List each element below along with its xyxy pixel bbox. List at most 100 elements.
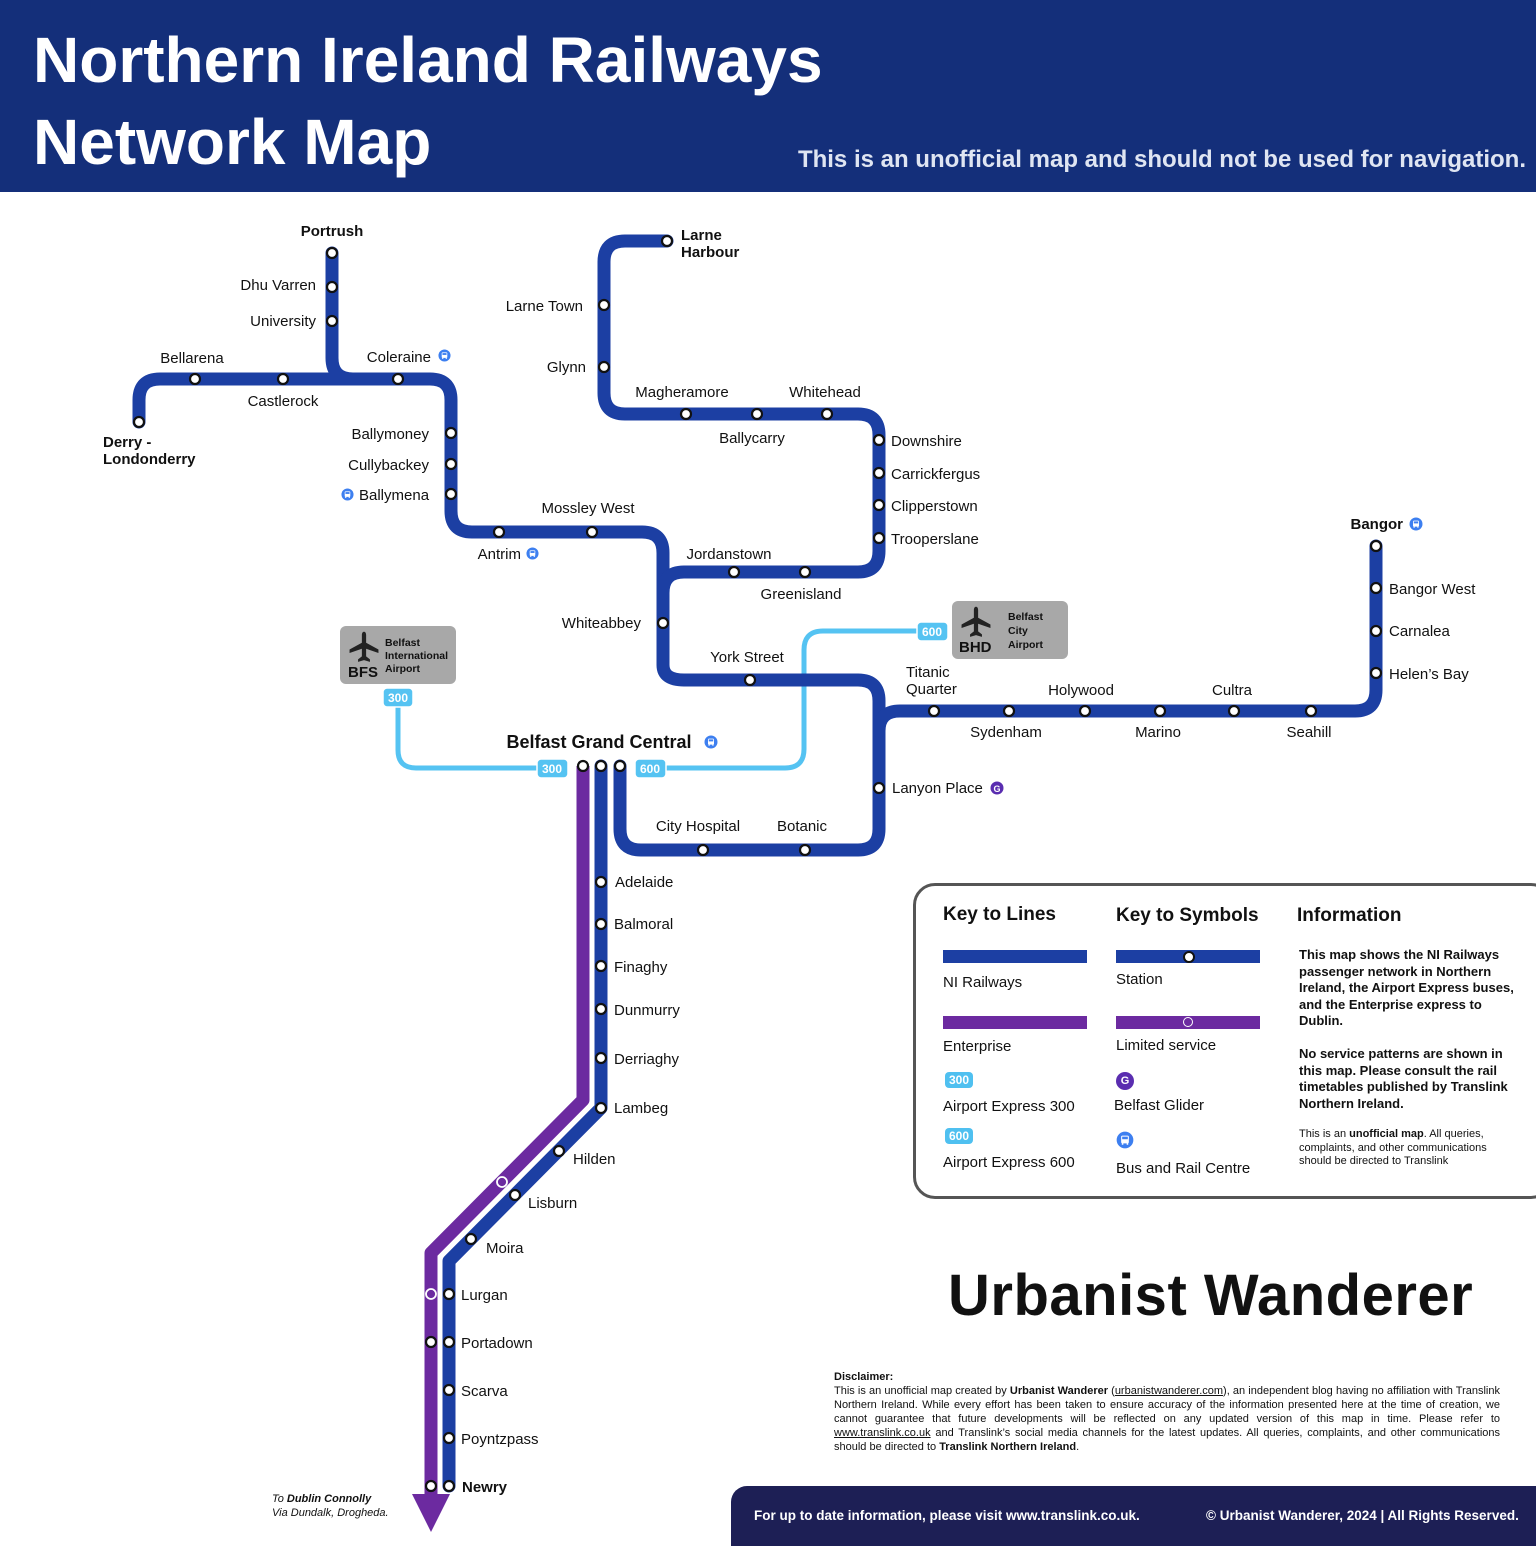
key-limited-dot	[1183, 1016, 1193, 1027]
key-ni-railways-swatch	[943, 950, 1087, 963]
chip-300-bfs: 300	[388, 691, 408, 705]
label-cullybackey: Cullybackey	[348, 457, 429, 474]
disclaimer-translink-link[interactable]: www.translink.co.uk	[834, 1427, 931, 1439]
label-helens-bay: Helen’s Bay	[1389, 666, 1469, 683]
label-hilden: Hilden	[573, 1151, 616, 1168]
station-dot-magheramore	[679, 407, 693, 421]
station-dot-botanic	[798, 843, 812, 857]
label-ballycarry: Ballycarry	[719, 430, 785, 447]
key-chip-300: 300	[945, 1072, 974, 1088]
label-mossley-west: Mossley West	[541, 500, 635, 517]
label-scarva: Scarva	[461, 1383, 508, 1400]
map-title: Northern Ireland Railways	[33, 24, 823, 96]
enterprise-arrow-head	[412, 1494, 450, 1532]
disclaimer-blog-link[interactable]: urbanistwanderer.com	[1114, 1385, 1224, 1397]
bus-icon	[438, 349, 451, 362]
key-glider-label: Belfast Glider	[1114, 1097, 1205, 1114]
bfs-name-3: Airport	[385, 663, 421, 675]
station-dot-lanyon-place	[872, 781, 886, 795]
station-dot-moira	[464, 1232, 478, 1246]
station-dot-marino	[1153, 704, 1167, 718]
portadown-newry-line	[442, 759, 608, 1493]
key-info-small-bold: unofficial map	[1349, 1128, 1424, 1140]
station-dot-city-hospital	[696, 843, 710, 857]
label-dhu-varren: Dhu Varren	[240, 277, 316, 294]
limited-service-marker-lurgan	[425, 1288, 437, 1300]
station-dot-glynn	[597, 360, 611, 374]
label-lanyon-place: Lanyon Place	[892, 780, 983, 797]
label-lurgan: Lurgan	[461, 1287, 508, 1304]
station-dot-whitehead	[820, 407, 834, 421]
bhd-name-2: City	[1008, 625, 1028, 637]
station-dot-titanic-quarter	[927, 704, 941, 718]
disclaimer-text-2: (	[1108, 1385, 1115, 1397]
station-dot-newry-enterprise	[424, 1479, 438, 1493]
station-dot-portadown-enterprise	[424, 1335, 438, 1349]
map-subtitle: Network Map	[33, 106, 432, 178]
enterprise-line	[424, 766, 590, 1500]
label-glynn: Glynn	[547, 359, 586, 376]
station-dot-mossley-west	[585, 525, 599, 539]
key-station-label: Station	[1116, 971, 1163, 988]
station-dot-derriaghy	[594, 1051, 608, 1065]
station-dot-dunmurry	[594, 1002, 608, 1016]
station-dot-ballymoney	[444, 426, 458, 440]
station-dot-bangor-west	[1369, 581, 1383, 595]
station-dot-university	[325, 314, 339, 328]
bhd-airport-box: BHD Belfast City Airport	[952, 601, 1068, 659]
station-dot-derry	[132, 415, 146, 429]
glider-icon: G	[990, 781, 1004, 795]
station-dot-castlerock	[276, 372, 290, 386]
bus-icon	[1409, 517, 1423, 531]
station-dot-dhu-varren	[325, 280, 339, 294]
label-coleraine: Coleraine	[367, 349, 431, 366]
station-markers	[132, 234, 1383, 1493]
station-dot-sydenham	[1002, 704, 1016, 718]
airport-express-600-route	[647, 628, 935, 771]
label-castlerock: Castlerock	[248, 393, 319, 410]
footer-copyright: © Urbanist Wanderer, 2024 | All Rights R…	[1206, 1508, 1519, 1523]
key-lines-title: Key to Lines	[943, 904, 1056, 925]
station-dot-portadown	[442, 1335, 456, 1349]
chip-600-bhd: 600	[922, 625, 942, 639]
label-york-street: York Street	[710, 649, 784, 666]
unofficial-notice: This is an unofficial map and should not…	[797, 146, 1526, 173]
disclaimer-text-5: .	[1076, 1441, 1080, 1453]
bus-icon	[1116, 1131, 1134, 1149]
label-university: University	[250, 313, 316, 330]
label-titanic-2: Quarter	[906, 681, 957, 698]
key-info-small-post: . All queries, complaints, and other com…	[1299, 1128, 1487, 1167]
express-chips: 300 300 600 600	[382, 621, 949, 779]
chip-300-central: 300	[542, 762, 562, 776]
label-ballymoney: Ballymoney	[351, 426, 429, 443]
station-dot-ballymena	[444, 487, 458, 501]
station-dot-portrush	[325, 246, 339, 260]
footer-info: For up to date information, please visit…	[754, 1508, 1140, 1523]
label-marino: Marino	[1135, 724, 1181, 741]
disclaimer-text-1: This is an unofficial map created by	[834, 1385, 1010, 1397]
footer-bar: For up to date information, please visit…	[731, 1486, 1536, 1546]
disclaimer-text-4: and Translink’s social media channels fo…	[834, 1427, 1500, 1453]
disclaimer-text-3: ), an independent blog having no affilia…	[834, 1385, 1500, 1425]
station-dot-clipperstown	[872, 498, 886, 512]
bus-icon	[526, 547, 539, 560]
station-dot-poyntzpass	[442, 1431, 456, 1445]
key-bus-rail-label: Bus and Rail Centre	[1116, 1160, 1251, 1177]
station-dot-cullybackey	[444, 457, 458, 471]
station-dot-holywood	[1078, 704, 1092, 718]
station-dot-carrickfergus	[872, 466, 886, 480]
key-station-dot	[1183, 950, 1195, 963]
larne-line	[597, 234, 886, 600]
label-clipperstown: Clipperstown	[891, 498, 978, 515]
station-dot-finaghy	[594, 959, 608, 973]
label-cultra: Cultra	[1212, 682, 1253, 699]
map-key-panel: Key to Lines Key to Symbols Information …	[913, 883, 1536, 1199]
limited-service-marker-lisburn	[496, 1176, 508, 1188]
station-dot-whiteabbey	[656, 616, 670, 630]
bhd-name-3: Airport	[1008, 639, 1044, 651]
key-info-title: Information	[1297, 905, 1402, 926]
station-dot-lambeg	[594, 1101, 608, 1115]
bfs-name-1: Belfast	[385, 637, 421, 649]
label-bellarena: Bellarena	[160, 350, 224, 367]
